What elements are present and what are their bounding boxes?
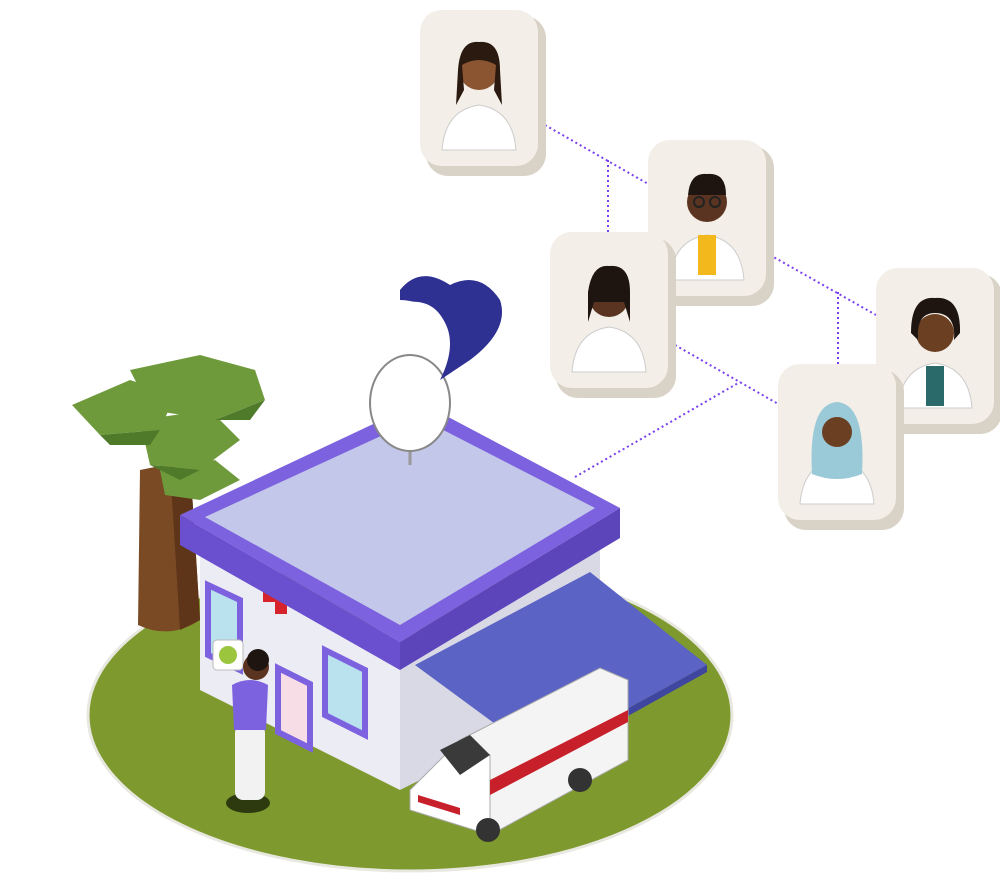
sign-face-icon <box>219 646 237 664</box>
person <box>226 649 270 813</box>
awning <box>415 572 707 757</box>
doctor-card-2[interactable] <box>648 140 774 306</box>
heart-signal-logo <box>400 276 502 380</box>
tree <box>72 355 265 632</box>
doctor-card-3[interactable] <box>550 232 676 398</box>
connection-lines <box>544 124 877 478</box>
clinic-roof <box>180 402 620 670</box>
doctor-card-4[interactable] <box>876 268 1000 434</box>
doctor-card-1[interactable] <box>420 10 546 176</box>
door <box>275 663 313 753</box>
ambulance <box>409 667 629 842</box>
doctor-avatar <box>441 104 517 151</box>
doctor-avatar <box>571 326 647 373</box>
doctor-card-5[interactable] <box>778 364 904 530</box>
satellite-dish <box>369 354 451 465</box>
window-right <box>322 645 368 740</box>
